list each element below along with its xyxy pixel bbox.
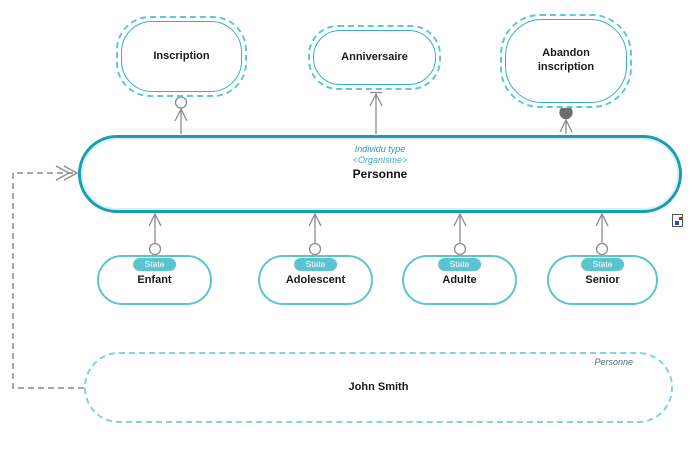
state-label: Enfant — [137, 274, 172, 286]
open-circle-terminal-icon — [308, 242, 322, 256]
filled-circle-terminal-icon — [559, 105, 573, 120]
open-arrow-icon — [308, 212, 322, 227]
connector-state-senior[interactable] — [595, 212, 609, 256]
connector-anniversaire[interactable] — [369, 91, 383, 135]
node-personne[interactable]: Individu type <Organisme> Personne — [78, 135, 682, 213]
event-node-inner-border: Anniversaire — [313, 30, 436, 85]
state-badge: State — [132, 258, 177, 271]
instance-node-john-smith[interactable]: Personne John Smith — [84, 352, 673, 423]
open-circle-terminal-icon — [453, 242, 467, 256]
open-circle-terminal-icon — [174, 96, 188, 109]
connector-abandon-inscription[interactable] — [559, 105, 573, 135]
event-node-anniversaire[interactable]: Anniversaire — [308, 25, 441, 90]
broken-image-icon[interactable] — [672, 214, 683, 227]
broken-image-red-dot — [679, 217, 682, 220]
open-arrow-icon — [595, 212, 609, 227]
event-node-inner-border: Abandon inscription — [505, 19, 627, 103]
node-type-label: Individu type — [354, 144, 406, 154]
connector-inscription[interactable] — [174, 96, 188, 134]
connector-instance-personne[interactable] — [12, 165, 84, 389]
open-arrow-icon — [453, 212, 467, 227]
state-badge: State — [437, 258, 482, 271]
open-arrow-icon — [174, 107, 188, 122]
connector-state-adulte[interactable] — [453, 212, 467, 256]
state-badge: State — [293, 258, 338, 271]
open-circle-terminal-icon — [595, 242, 609, 256]
state-node-enfant[interactable]: State Enfant — [97, 255, 212, 305]
open-arrow-icon — [148, 212, 162, 227]
connector-state-enfant[interactable] — [148, 212, 162, 256]
event-node-inner-border: Inscription — [121, 21, 242, 92]
state-badge: State — [580, 258, 625, 271]
open-circle-terminal-icon — [148, 242, 162, 256]
state-label: Adolescent — [285, 274, 346, 286]
state-label: Adulte — [442, 274, 477, 286]
open-arrow-icon — [559, 118, 573, 133]
event-node-inscription[interactable]: Inscription — [116, 16, 247, 97]
double-chevron-arrow-icon — [55, 165, 79, 181]
instance-name-label: John Smith — [348, 381, 409, 393]
connector-state-adolescent[interactable] — [308, 212, 322, 256]
event-node-abandon-inscription[interactable]: Abandon inscription — [500, 14, 632, 108]
state-node-adulte[interactable]: State Adulte — [402, 255, 517, 305]
node-name-label: Personne — [352, 167, 408, 181]
state-node-adolescent[interactable]: State Adolescent — [258, 255, 373, 305]
state-label: Senior — [585, 274, 620, 286]
event-label: Anniversaire — [341, 50, 408, 63]
node-stereotype-label: <Organisme> — [352, 155, 408, 165]
event-label: Inscription — [153, 49, 210, 62]
open-arrow-icon — [369, 92, 383, 107]
state-node-senior[interactable]: State Senior — [547, 255, 658, 305]
event-label: Abandon inscription — [537, 47, 595, 73]
instance-type-label: Personne — [594, 357, 633, 367]
broken-image-blue-square — [675, 221, 679, 225]
